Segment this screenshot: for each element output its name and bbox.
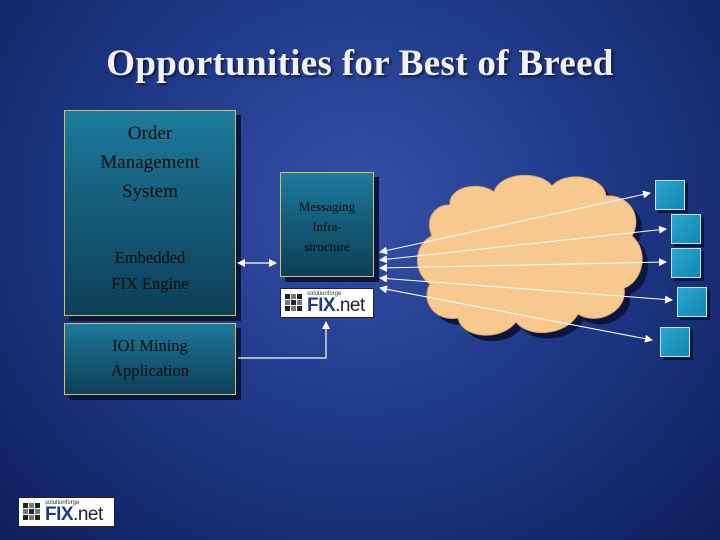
link-to-node-5 bbox=[379, 285, 653, 343]
logo-small-text: solutionforge bbox=[45, 500, 80, 506]
link-to-node-3 bbox=[379, 258, 667, 272]
network-cloud bbox=[417, 174, 643, 336]
ioi-mining-application-box: IOI Mining Application bbox=[64, 323, 236, 395]
embedded-fix-engine-label: Embedded FIX Engine bbox=[111, 248, 189, 293]
fixnet-corner-logo: solutionforge FIX.net bbox=[18, 497, 115, 527]
fixnet-grid-icon bbox=[23, 503, 40, 520]
logo-text: FIX.net bbox=[45, 504, 103, 525]
logo-text: FIX.net bbox=[307, 295, 365, 316]
counterparty-node-4 bbox=[677, 287, 707, 317]
fixnet-logo: solutionforge FIX.net bbox=[280, 288, 374, 318]
counterparty-node-3 bbox=[671, 248, 701, 278]
logo-small-text: solutionforge bbox=[307, 291, 342, 297]
ioi-to-messaging-arrow bbox=[238, 321, 330, 359]
oms-label: Order Management System bbox=[100, 123, 200, 202]
ioi-mining-label: IOI Mining Application bbox=[111, 336, 189, 380]
link-to-node-2 bbox=[379, 225, 667, 264]
messaging-infrastructure-label: Messaging Infra- structure bbox=[298, 199, 356, 254]
counterparty-node-2 bbox=[671, 214, 701, 244]
messaging-infrastructure-box: Messaging Infra- structure bbox=[280, 172, 374, 277]
slide-title: Opportunities for Best of Breed bbox=[106, 43, 614, 84]
counterparty-node-1 bbox=[655, 180, 685, 210]
fixnet-grid-icon bbox=[285, 294, 302, 311]
counterparty-node-5 bbox=[660, 327, 690, 357]
order-management-system-box: Order Management System Embedded FIX Eng… bbox=[64, 110, 236, 316]
